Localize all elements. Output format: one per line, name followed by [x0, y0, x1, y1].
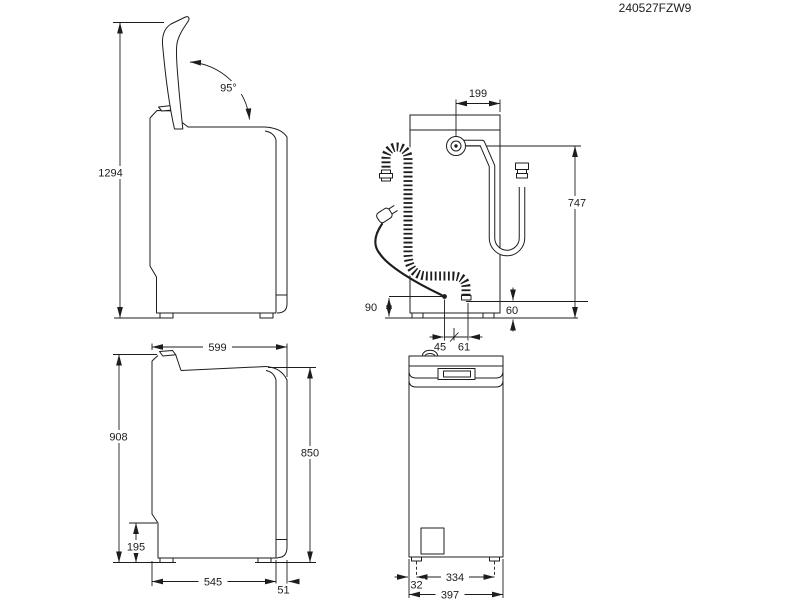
back-panel-outer	[264, 126, 288, 314]
right-foot	[482, 312, 495, 319]
machine-body-outline	[151, 361, 278, 559]
dim-drain-exit-height: 60	[506, 305, 518, 317]
handle-recess-inner	[443, 370, 471, 378]
dim-height-body: 850	[301, 448, 319, 460]
drain-hose-end-cap	[461, 295, 472, 301]
dim-lid-angle: 95°	[220, 83, 237, 95]
right-foot	[489, 556, 500, 562]
inlet-hose-nut	[515, 162, 529, 170]
back-foot	[259, 312, 274, 319]
machine-body-outline	[408, 355, 504, 558]
power-plug-icon	[376, 204, 398, 224]
inlet-hose-thread	[517, 169, 527, 174]
ext-inlet-up	[455, 99, 501, 136]
left-foot	[411, 556, 422, 562]
lid-handle	[159, 350, 177, 357]
drain-hose-band	[379, 173, 393, 179]
pump-access-door	[420, 527, 445, 555]
view-front: 334 32 397	[394, 349, 504, 600]
dim-depth-body: 545	[204, 577, 222, 589]
dim-feet-spacing: 334	[446, 572, 464, 584]
front-foot	[159, 312, 174, 319]
cord-exit-point	[442, 294, 447, 299]
view-side-closed: 599 908 850 195 545 51	[103, 340, 325, 597]
lid-angle-arc	[189, 59, 252, 120]
open-lid	[161, 16, 190, 130]
dim-inlet-hose-height: 747	[568, 198, 586, 210]
inlet-hose-thread	[516, 173, 528, 179]
view-back-hoses: 199 747 90 60 45 61	[365, 88, 592, 354]
top-surface	[175, 110, 265, 128]
drain-hose	[381, 142, 471, 297]
dim-slash-tick	[449, 332, 459, 342]
dim-inlet-from-edge: 199	[469, 88, 487, 100]
dim-height-total: 908	[109, 432, 127, 444]
dim-foot-inset: 32	[410, 580, 422, 592]
dim-base-recess-height: 195	[127, 542, 145, 554]
dim-total-height: 1294	[98, 168, 122, 180]
machine-body-outline	[149, 118, 276, 314]
left-foot	[411, 312, 424, 319]
back-panel-outer	[265, 366, 288, 558]
dim-drain-offset: 61	[458, 342, 470, 354]
back-panel-inner	[265, 370, 277, 558]
ext-width	[408, 559, 504, 598]
front-foot	[159, 557, 174, 563]
dim-cord-exit-height: 90	[365, 302, 377, 314]
power-cord	[374, 222, 443, 297]
ext-bottom-offsets	[444, 299, 469, 341]
dim-cord-offset: 45	[434, 342, 446, 354]
back-foot	[257, 557, 272, 563]
control-panel-bump	[149, 110, 177, 119]
view-side-lid-open: 95° 1294	[95, 16, 288, 319]
dim-back-panel-depth: 51	[277, 585, 289, 597]
dim-width: 397	[441, 590, 459, 600]
lid-band-2	[408, 379, 504, 388]
control-panel-bump	[151, 355, 159, 362]
back-panel-inner	[264, 130, 277, 313]
console-slope	[175, 354, 182, 371]
drawing-code: 240527FZW9	[619, 1, 692, 15]
top-surface	[180, 366, 267, 371]
dim-depth-total: 599	[208, 342, 226, 354]
